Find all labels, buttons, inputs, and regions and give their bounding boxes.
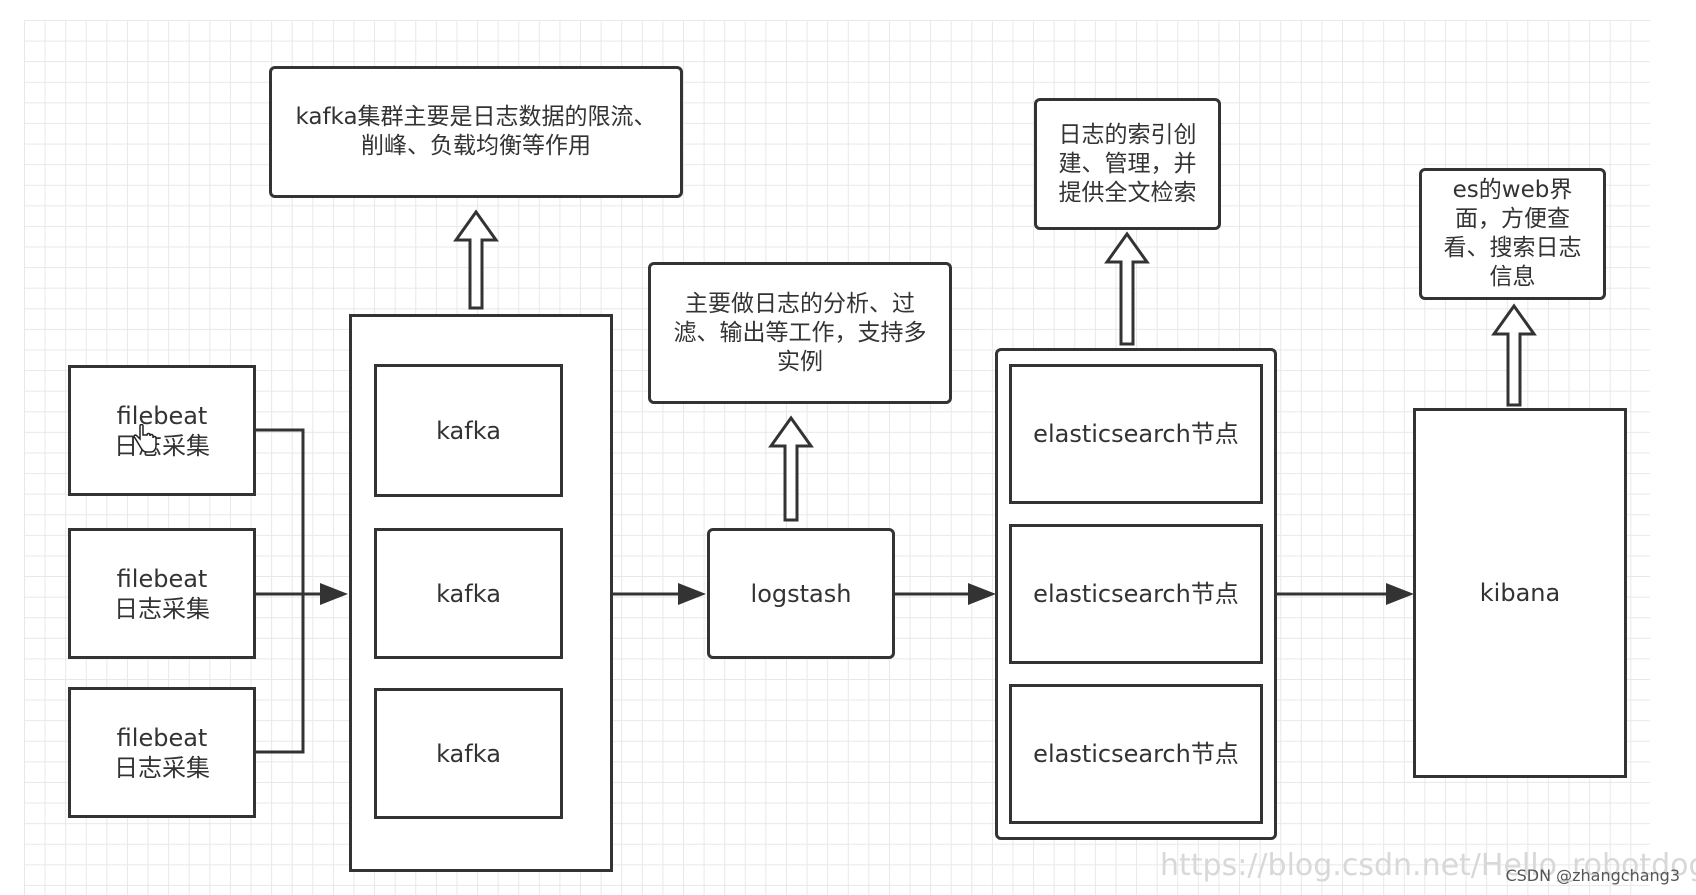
hollow-arrow-kafka xyxy=(453,209,499,310)
es-node-2: elasticsearch节点 xyxy=(1009,524,1263,664)
arrowhead-kafka xyxy=(320,583,348,605)
kafka-node-2: kafka xyxy=(374,528,563,659)
arrowhead-logstash xyxy=(678,583,706,605)
es-note: 日志的索引创 建、管理，并 提供全文检索 xyxy=(1034,98,1221,230)
credit-label: CSDN @zhangchang3 xyxy=(1505,866,1680,885)
logstash-note: 主要做日志的分析、过 滤、输出等工作，支持多 实例 xyxy=(648,262,952,404)
kafka-note: kafka集群主要是日志数据的限流、 削峰、负载均衡等作用 xyxy=(269,66,683,198)
filebeat-node-1: filebeat 日志采集 xyxy=(68,365,256,496)
es-node-1: elasticsearch节点 xyxy=(1009,364,1263,504)
hollow-arrow-kibana xyxy=(1491,303,1537,407)
arrowhead-kibana xyxy=(1386,583,1414,605)
arrowhead-es xyxy=(968,583,996,605)
hollow-arrow-logstash xyxy=(768,415,814,522)
filebeat-node-3: filebeat 日志采集 xyxy=(68,687,256,818)
logstash-node: logstash xyxy=(707,528,895,659)
kibana-node: kibana xyxy=(1413,408,1627,778)
kafka-node-1: kafka xyxy=(374,364,563,497)
filebeat-node-2: filebeat 日志采集 xyxy=(68,528,256,659)
watermark: https://blog.csdn.net/Hello_robotdog xyxy=(1160,848,1696,883)
kafka-node-3: kafka xyxy=(374,688,563,819)
connector-filebeat-1 xyxy=(255,428,305,594)
hand-pointer-icon xyxy=(133,424,157,453)
es-node-3: elasticsearch节点 xyxy=(1009,684,1263,824)
hollow-arrow-es xyxy=(1104,231,1150,346)
kibana-note: es的web界 面，方便查 看、搜索日志 信息 xyxy=(1419,168,1606,300)
connector-filebeat-3 xyxy=(255,594,305,754)
